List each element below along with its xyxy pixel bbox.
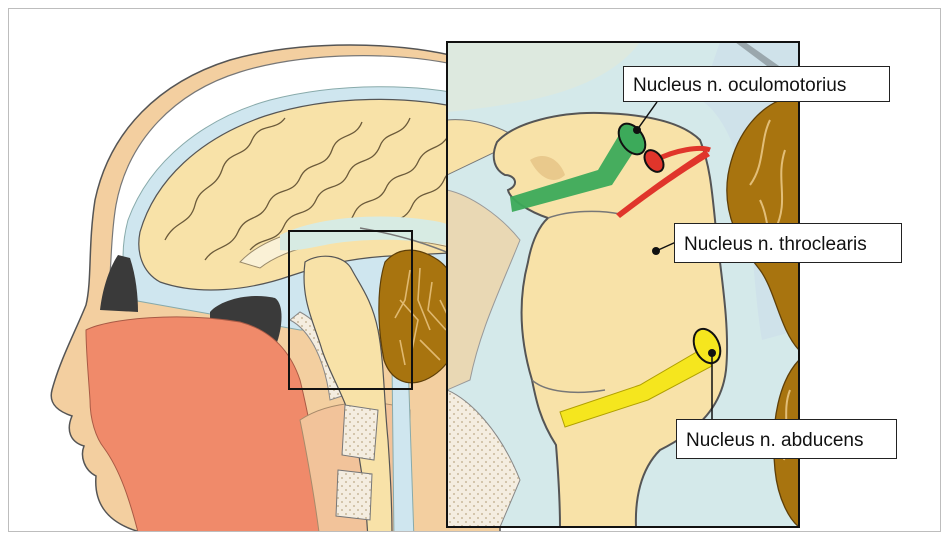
head-section: [51, 45, 500, 540]
label-abducens: Nucleus n. abducens: [676, 419, 897, 459]
label-oculomotorius: Nucleus n. oculomotorius: [623, 66, 890, 102]
vertebra-1: [342, 405, 378, 460]
vertebra-2: [336, 470, 372, 520]
label-throclearis: Nucleus n. throclearis: [674, 223, 902, 263]
